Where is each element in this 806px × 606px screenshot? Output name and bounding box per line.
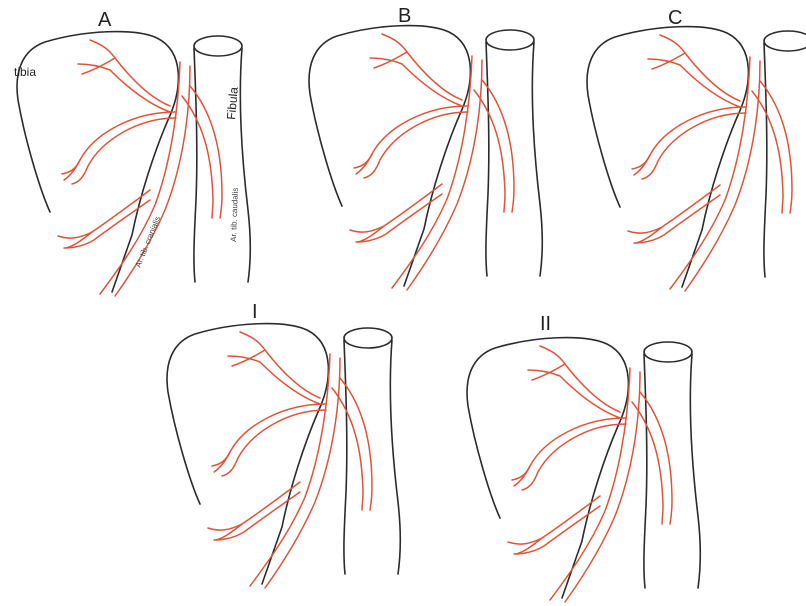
panel-label-i: I xyxy=(252,301,258,323)
label-artery-cranialis: Ar. tib. cranialis xyxy=(134,215,163,269)
panel-a xyxy=(17,32,250,296)
panel-ii xyxy=(467,338,700,602)
label-artery-caudalis: Ar. tib. caudalis xyxy=(229,188,240,243)
panel-label-ii: II xyxy=(540,313,551,335)
panel-label-b: B xyxy=(398,5,411,27)
panel-c xyxy=(587,27,806,291)
panel-label-c: C xyxy=(668,7,682,29)
label-tibia: tibia xyxy=(14,65,36,79)
panel-i xyxy=(167,324,400,588)
panel-label-a: A xyxy=(98,9,112,31)
panel-b xyxy=(309,26,542,290)
label-fibula: Fibula xyxy=(224,86,241,120)
